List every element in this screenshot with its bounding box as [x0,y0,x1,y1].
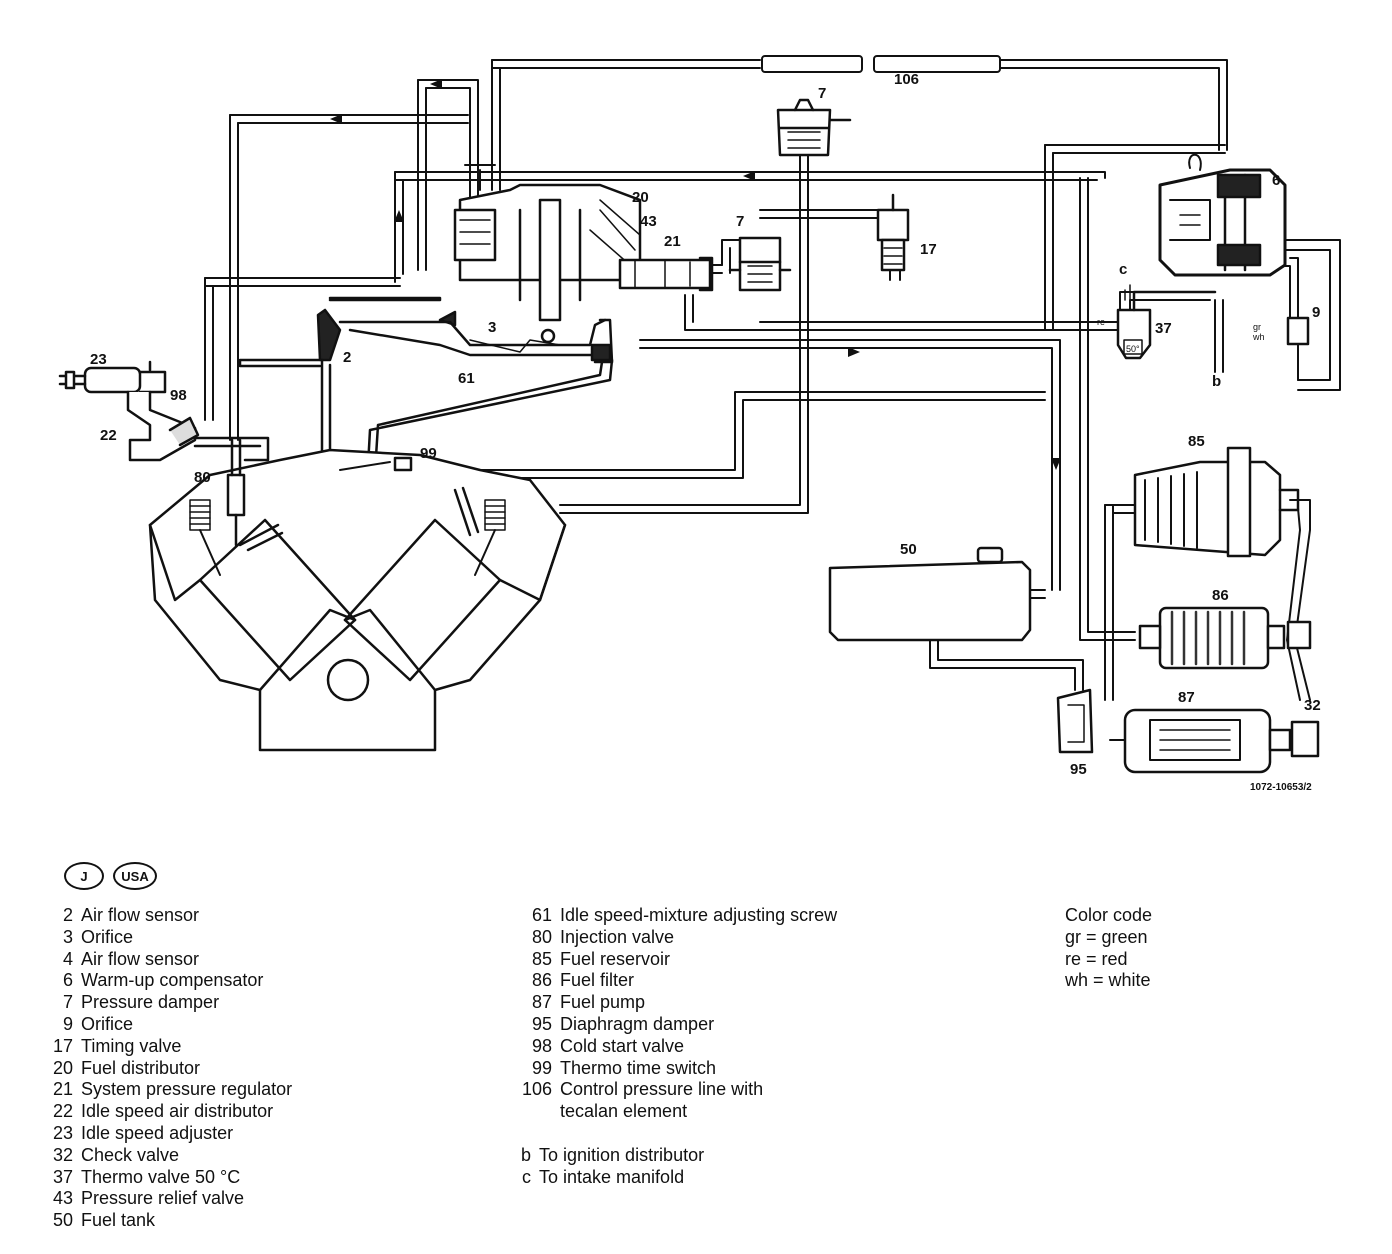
callout-37: 37 [1155,320,1172,337]
fuel-filter [1138,606,1312,670]
callout-106: 106 [894,71,919,88]
tag-gr: gr [1253,322,1261,332]
callout-7a: 7 [818,85,826,102]
callout-23: 23 [90,351,107,368]
color-code-item: wh = white [1065,970,1151,991]
callout-6: 6 [1272,172,1280,189]
thermo-temp-label: 50° [1126,344,1140,354]
flow-arrows [330,79,1061,470]
figure-reference: 1072-10653/2 [1250,782,1312,793]
fuel-system-schematic: 106 7 7 20 43 21 17 6 c 37 9 b 2 3 61 23… [58,55,1341,793]
tecalan-element-b [873,55,1001,73]
callout-95: 95 [1070,761,1087,778]
pressure-damper-mid [728,236,792,292]
fuel-distributor [453,164,714,344]
callout-21: 21 [664,233,681,250]
callout-43: 43 [640,213,657,230]
callout-80: 80 [194,469,211,486]
color-code-item: re = red [1065,948,1128,969]
callout-87: 87 [1178,689,1195,706]
warm-up-compensator [1158,153,1287,277]
fuel-lines [204,55,1341,741]
color-code: Color code gr = green re = red wh = whit… [1065,905,1152,992]
tag-re: re [1097,317,1105,327]
color-code-title: Color code [1065,905,1153,925]
diaphragm-damper [1056,688,1094,754]
callout-9: 9 [1312,304,1320,321]
callout-c: c [1119,261,1127,278]
callout-b: b [1212,373,1221,390]
callout-3: 3 [488,319,496,336]
callout-61: 61 [458,370,475,387]
callout-99: 99 [420,445,437,462]
callout-50: 50 [900,541,917,558]
badge-j: J [64,862,104,890]
callout-7b: 7 [736,213,744,230]
tecalan-element-a [761,55,863,73]
engine-block [148,438,567,752]
legend-item: tecalan element [560,1101,688,1122]
fuel-pump [1123,708,1320,774]
callout-2: 2 [343,349,351,366]
callout-86: 86 [1212,587,1229,604]
tag-wh: wh [1252,332,1265,342]
thermo-valve [1116,284,1217,360]
callout-20: 20 [632,189,649,206]
callout-22: 22 [100,427,117,444]
timing-valve [876,193,910,272]
callout-85: 85 [1188,433,1205,450]
badge-usa: USA [113,862,157,890]
fuel-tank [828,546,1032,642]
air-flow-sensor [316,296,614,364]
callouts: 106 7 7 20 43 21 17 6 c 37 9 b 2 3 61 23… [90,71,1321,793]
orifice-9 [1286,316,1310,346]
fuel-reservoir [1133,446,1300,558]
callout-17: 17 [920,241,937,258]
color-code-item: gr = green [1065,926,1148,947]
idle-components [58,360,270,462]
callout-98: 98 [170,387,187,404]
callout-32: 32 [1304,697,1321,714]
pressure-damper-top [776,98,852,157]
